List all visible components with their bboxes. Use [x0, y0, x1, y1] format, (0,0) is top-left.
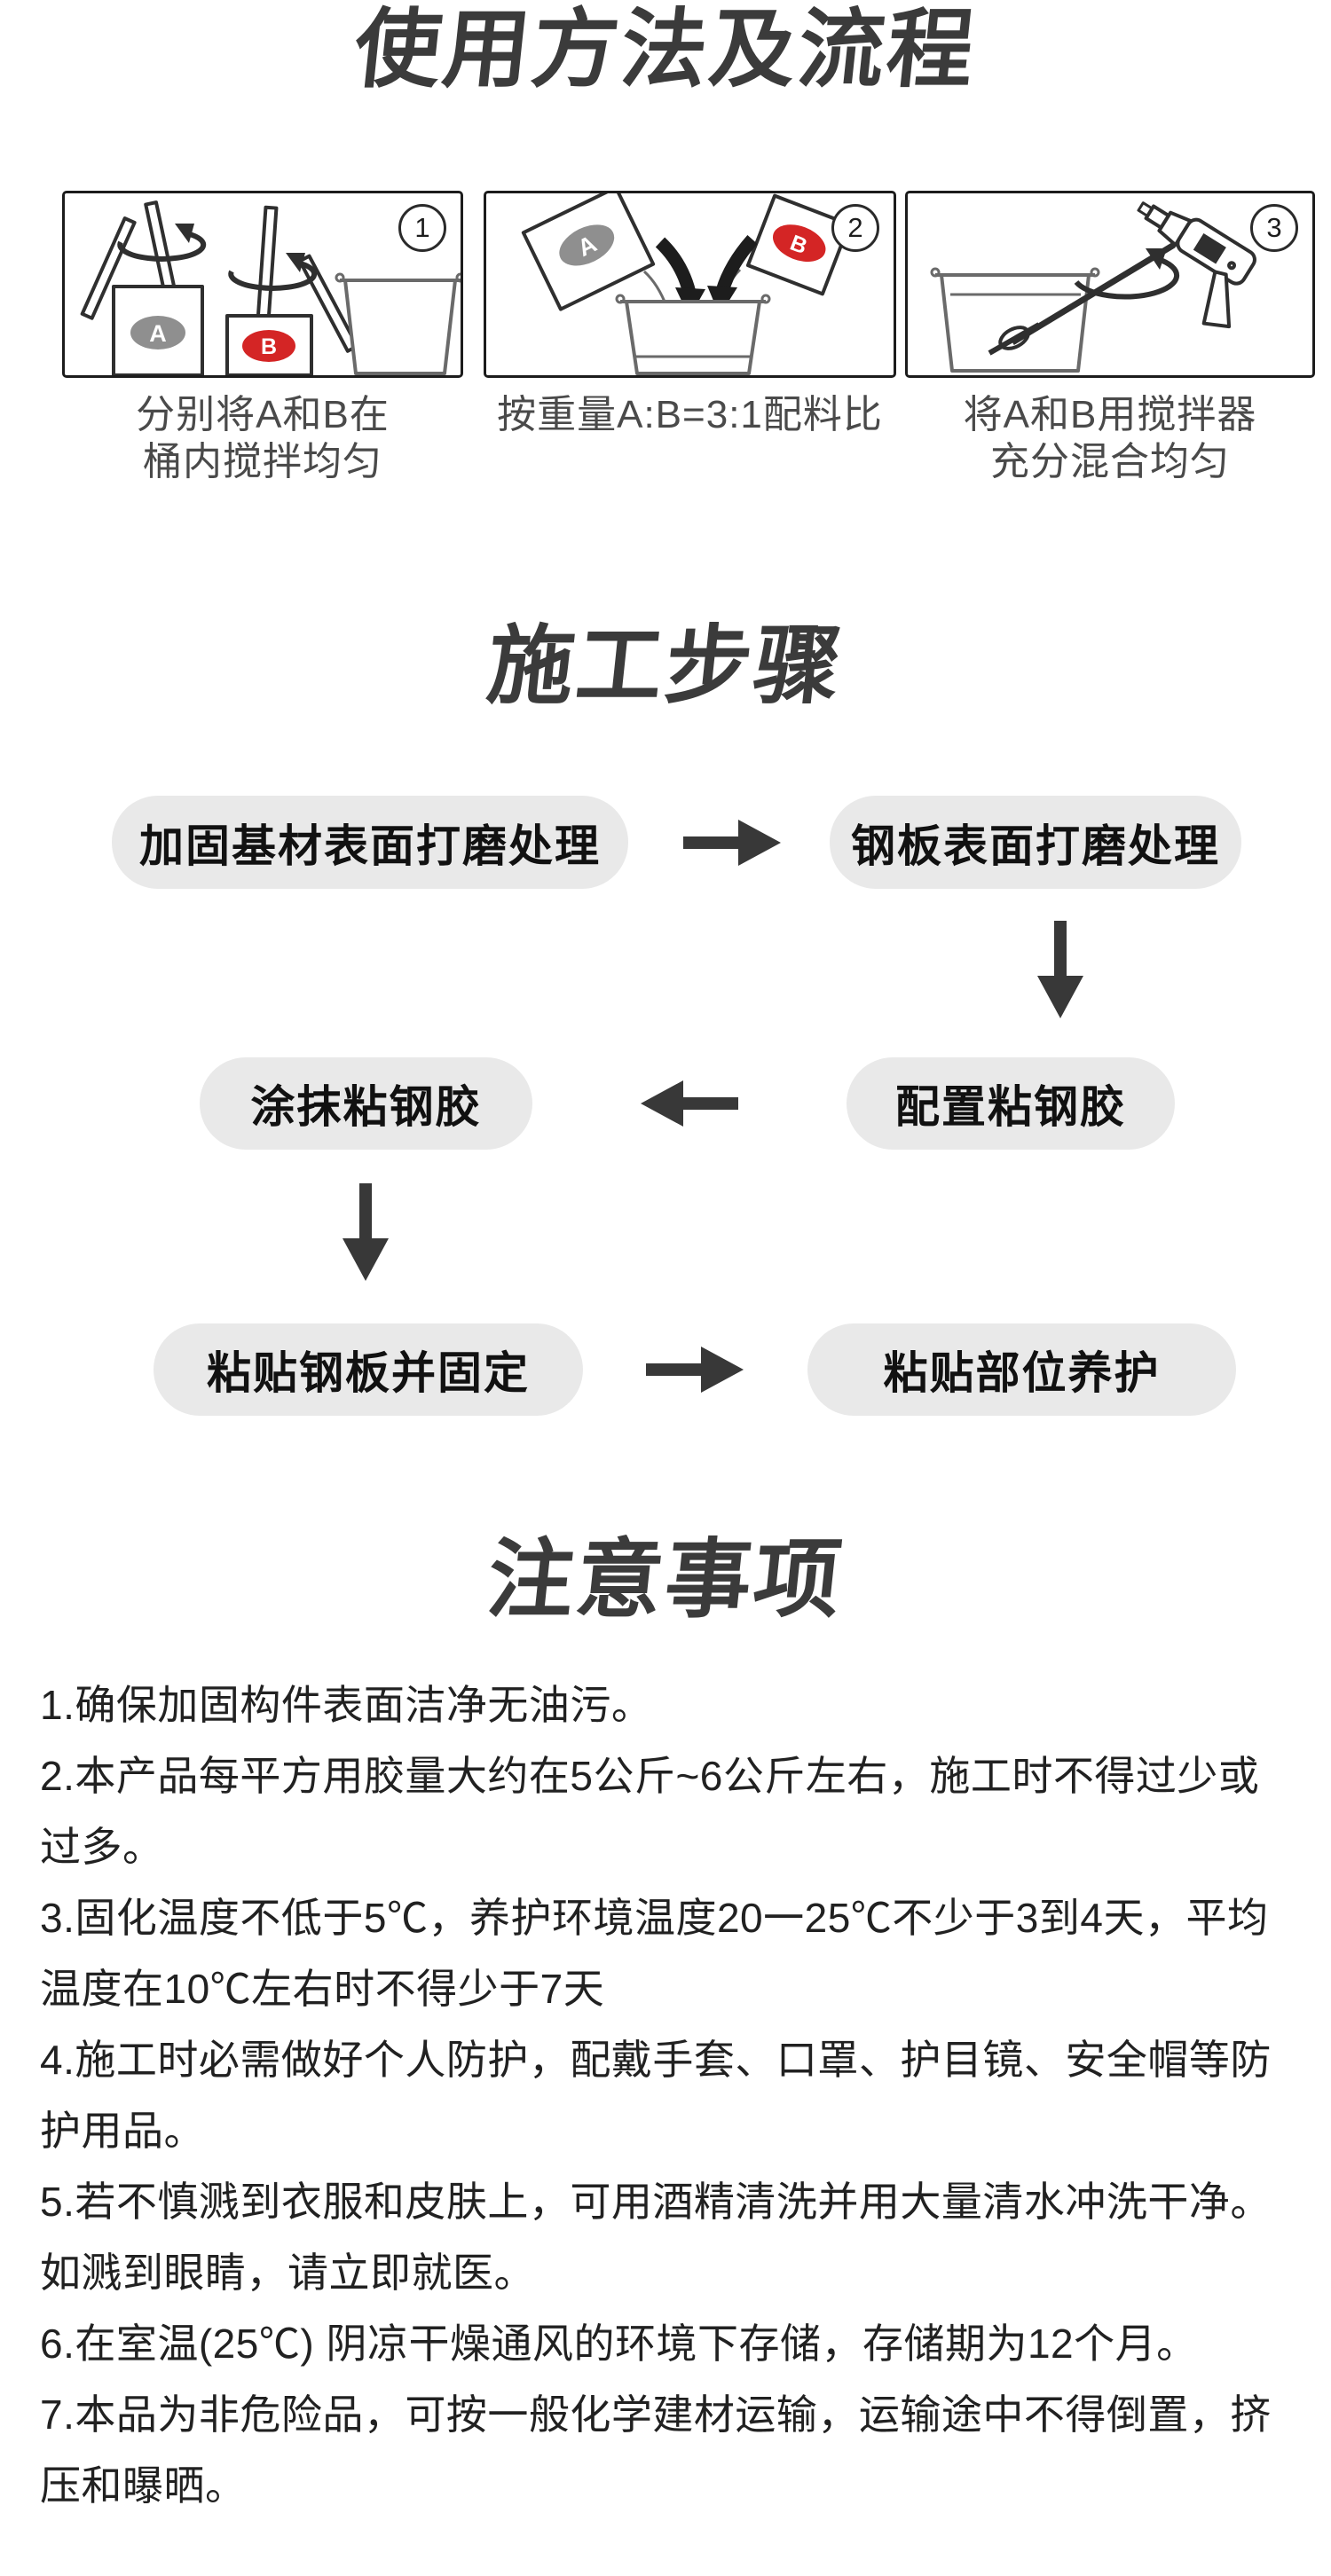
page-title: 使用方法及流程 — [350, 1, 981, 98]
flow-node-grind-substrate: 加固基材表面打磨处理 — [112, 796, 628, 889]
note-line: 压和曝晒。 — [40, 2462, 247, 2509]
label-b-badge — [772, 224, 826, 263]
step3-caption-line2: 充分混合均匀 — [990, 440, 1230, 483]
step1-illustration: A B — [80, 200, 461, 375]
step1-caption-line1: 分别将A和B在 — [136, 393, 390, 436]
step3-illustration — [930, 201, 1256, 373]
label-a-badge — [130, 316, 185, 349]
step3-caption: 将A和B用搅拌器 充分混合均匀 — [905, 391, 1315, 485]
flow-section-title: 施工步骤 — [483, 617, 848, 714]
note-line: 5.若不慎溅到衣服和皮肤上，可用酒精清洗并用大量清水冲洗干净。 — [40, 2179, 1272, 2225]
note-line: 如溅到眼睛，请立即就医。 — [40, 2250, 535, 2296]
notes-section-title: 注意事项 — [483, 1531, 848, 1628]
notes-list: 1.确保加固构件表面洁净无油污。 2.本产品每平方用胶量大约在5公斤~6公斤左右… — [40, 1669, 1293, 2521]
step3-number-badge: 3 — [1250, 204, 1298, 252]
step1-caption: 分别将A和B在 桶内搅拌均匀 — [62, 391, 463, 485]
step1-number-badge: 1 — [398, 204, 446, 252]
step2-number-badge: 2 — [831, 204, 879, 252]
flow-node-curing: 粘贴部位养护 — [807, 1323, 1236, 1416]
step-card-1: A B 1 — [62, 191, 463, 378]
step-card-3: 3 — [905, 191, 1315, 378]
label-a-badge — [559, 224, 615, 266]
arrow-left-icon — [641, 1075, 738, 1132]
note-line: 过多。 — [40, 1824, 164, 1870]
flow-node-grind-steel: 钢板表面打磨处理 — [830, 796, 1241, 889]
arrow-right-icon — [646, 1341, 744, 1398]
step2-caption-line1: 按重量A:B=3:1配料比 — [497, 393, 883, 436]
note-line: 6.在室温(25℃) 阴凉干燥通风的环境下存储，存储期为12个月。 — [40, 2321, 1198, 2367]
flow-node-fix-steel-plate: 粘贴钢板并固定 — [154, 1323, 583, 1416]
note-line: 3.固化温度不低于5℃，养护环境温度20一25℃不少于3到4天，平均 — [40, 1895, 1269, 1941]
arrow-down-icon — [1032, 921, 1089, 1018]
note-line: 7.本品为非危险品，可按一般化学建材运输，运输途中不得倒置，挤 — [40, 2391, 1272, 2438]
note-line: 护用品。 — [40, 2108, 205, 2154]
flow-node-prepare-adhesive: 配置粘钢胶 — [847, 1057, 1175, 1150]
note-line: 1.确保加固构件表面洁净无油污。 — [40, 1682, 653, 1728]
flow-node-apply-adhesive: 涂抹粘钢胶 — [200, 1057, 532, 1150]
label-a-text: A — [149, 320, 167, 347]
arrow-down-icon — [337, 1183, 394, 1281]
step2-caption: 按重量A:B=3:1配料比 — [484, 391, 896, 438]
step3-caption-line1: 将A和B用搅拌器 — [963, 393, 1257, 436]
step2-illustration: A B — [521, 193, 852, 375]
label-b-badge — [242, 330, 295, 362]
note-line: 温度在10℃左右时不得少于7天 — [40, 1966, 605, 2012]
step1-caption-line2: 桶内搅拌均匀 — [143, 440, 382, 483]
note-line: 2.本产品每平方用胶量大约在5公斤~6公斤左右，施工时不得过少或 — [40, 1753, 1260, 1799]
arrow-right-icon — [683, 814, 781, 871]
step-card-2: A B 2 — [484, 191, 896, 378]
label-b-text: B — [261, 334, 277, 359]
note-line: 4.施工时必需做好个人防护，配戴手套、口罩、护目镜、安全帽等防 — [40, 2037, 1272, 2083]
